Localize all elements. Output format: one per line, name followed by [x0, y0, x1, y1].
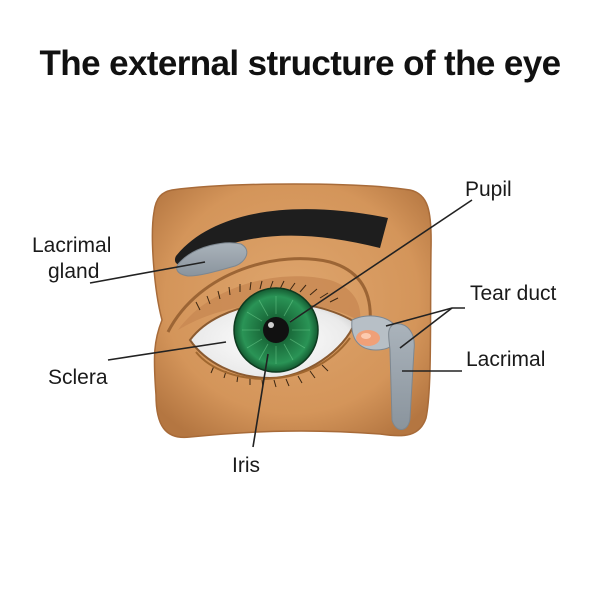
lower-eyelid	[195, 337, 351, 380]
leader-lines	[89, 199, 473, 448]
lacrimal-duct	[388, 323, 415, 430]
label-sclera: Sclera	[48, 366, 108, 389]
leader-iris	[252, 353, 269, 448]
leader-tear-duct-2	[399, 307, 453, 349]
label-pupil: Pupil	[465, 178, 512, 201]
label-tear-duct: Tear duct	[470, 282, 557, 305]
leader-sclera	[107, 341, 227, 361]
leader-pupil	[289, 199, 473, 323]
pupil-highlight	[268, 322, 274, 328]
label-lacrimal-gland-line2: gland	[48, 260, 99, 283]
leader-lacrimal-gland	[89, 261, 206, 284]
eyebrow	[174, 209, 388, 265]
upper-eyelid-fold	[166, 257, 372, 333]
lower-eyelashes	[210, 364, 329, 388]
lacrimal-gland	[176, 242, 248, 277]
page-title: The external structure of the eye	[39, 44, 562, 83]
label-iris: Iris	[232, 454, 260, 477]
label-lacrimal-gland-line1: Lacrimal	[32, 234, 111, 257]
upper-eyelashes	[195, 280, 339, 311]
pupil	[263, 317, 289, 343]
label-lacrimal: Lacrimal	[466, 348, 545, 371]
